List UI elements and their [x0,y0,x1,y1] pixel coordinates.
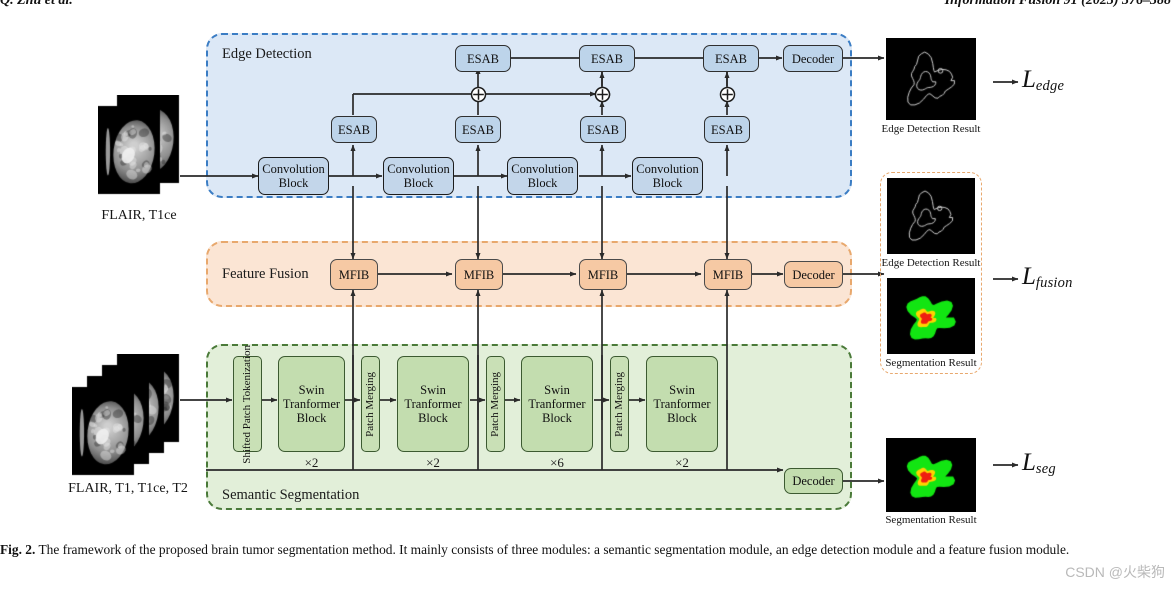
edge-convolution-block-1[interactable]: Convolution Block [258,157,329,195]
fusion-output-edge-label: Edge Detection Result [881,257,981,269]
seg-patch-merging-3[interactable]: Patch Merging [610,356,629,452]
fusion-decoder-label: Decoder [792,267,835,282]
edge-esab-lower-3[interactable]: ESAB [580,116,626,143]
csdn-watermark: CSDN @火柴狗 [1065,564,1165,580]
edge-esab-lower-1-label: ESAB [338,122,370,137]
edge-output-image [886,38,976,120]
running-head-left: Q. Zhu et al. [0,0,73,8]
fusion-loss-label: Lfusion [1022,263,1073,291]
running-head-right: Information Fusion 91 (2023) 376–388 [944,0,1171,8]
edge-esab-lower-1[interactable]: ESAB [331,116,377,143]
seg-decoder-label: Decoder [792,474,835,488]
fusion-mfib-1[interactable]: MFIB [330,259,378,290]
edge-esab-lower-4[interactable]: ESAB [704,116,750,143]
fusion-output-seg-label: Segmentation Result [885,357,977,369]
seg-output-image-label: Segmentation Result [885,514,977,526]
fusion-output-seg-image [887,278,975,354]
edge-convolution-block-2[interactable]: Convolution Block [383,157,454,195]
edge-esab-lower-4-label: ESAB [711,122,743,137]
seg-multiplier-4: ×2 [675,455,689,470]
seg-swin-block-1-label: Swin Tranformer Block [282,383,341,425]
figure-caption: Fig. 2. The framework of the proposed br… [0,540,1173,561]
seg-patch-merging-3-label: Patch Merging [613,371,626,437]
seg-shifted-patch-tokenization[interactable]: Shifted Patch Tokenization [233,345,262,463]
seg-swin-block-2[interactable]: Swin Tranformer Block [397,356,469,452]
fusion-loss-symbol: L [1022,263,1036,290]
seg-patch-merging-2-label: Patch Merging [489,371,502,437]
seg-input-label: FLAIR, T1, T1ce, T2 [68,481,188,496]
edge-adder-3 [719,86,736,103]
edge-convolution-block-1-label: Convolution Block [262,162,325,190]
feature-fusion-label: Feature Fusion [222,266,309,282]
edge-esab-lower-3-label: ESAB [587,122,619,137]
fusion-mfib-3[interactable]: MFIB [579,259,627,290]
edge-esab-upper-1-label: ESAB [467,51,499,66]
edge-output-image-label: Edge Detection Result [881,123,981,135]
edge-decoder-label: Decoder [791,51,835,66]
seg-loss-subscript: seg [1035,461,1056,478]
figure-caption-label: Fig. 2. [0,542,36,557]
edge-esab-lower-2[interactable]: ESAB [455,116,501,143]
fusion-output-edge-image [887,178,975,254]
fusion-mfib-3-label: MFIB [587,267,619,282]
figure-caption-text: The framework of the proposed brain tumo… [38,542,1070,557]
edge-input-label: FLAIR, T1ce [101,208,177,223]
seg-swin-block-1[interactable]: Swin Tranformer Block [278,356,345,452]
fusion-loss-subscript: fusion [1035,275,1073,292]
seg-loss-label: Lseg [1022,449,1056,477]
fusion-mfib-4[interactable]: MFIB [704,259,752,290]
edge-convolution-block-4[interactable]: Convolution Block [632,157,703,195]
edge-adder-0 [470,86,487,103]
edge-convolution-block-3[interactable]: Convolution Block [507,157,578,195]
edge-convolution-block-3-label: Convolution Block [511,162,574,190]
edge-detection-label: Edge Detection [222,46,312,62]
seg-multiplier-2: ×2 [426,455,440,470]
seg-loss-symbol: L [1022,449,1036,476]
seg-swin-block-4[interactable]: Swin Tranformer Block [646,356,718,452]
edge-loss-label: Ledge [1022,66,1064,94]
fusion-decoder[interactable]: Decoder [784,261,843,288]
edge-convolution-block-4-label: Convolution Block [636,162,699,190]
seg-patch-merging-1-label: Patch Merging [364,371,377,437]
seg-input-images [72,354,180,478]
edge-loss-symbol: L [1022,66,1036,93]
fusion-mfib-4-label: MFIB [712,267,744,282]
fusion-mfib-1-label: MFIB [338,267,370,282]
edge-esab-upper-3-label: ESAB [715,51,747,66]
edge-esab-lower-2-label: ESAB [462,122,494,137]
fusion-mfib-2-label: MFIB [463,267,495,282]
seg-decoder[interactable]: Decoder [784,468,843,494]
seg-multiplier-3: ×6 [550,455,564,470]
edge-esab-upper-2[interactable]: ESAB [579,45,635,72]
fusion-mfib-2[interactable]: MFIB [455,259,503,290]
figure-canvas: Edge Detection Feature Fusion Semantic S… [68,33,1073,526]
seg-swin-block-4-label: Swin Tranformer Block [653,383,711,425]
seg-output-image [886,438,976,512]
edge-convolution-block-2-label: Convolution Block [387,162,450,190]
edge-loss-subscript: edge [1035,78,1065,95]
seg-shifted-patch-tokenization-label: Shifted Patch Tokenization [241,344,254,464]
edge-adder-2 [594,86,611,103]
seg-patch-merging-1[interactable]: Patch Merging [361,356,380,452]
edge-decoder[interactable]: Decoder [783,45,843,72]
seg-swin-block-2-label: Swin Tranformer Block [404,383,462,425]
seg-swin-block-3[interactable]: Swin Tranformer Block [521,356,593,452]
edge-input-images [98,95,180,205]
seg-multiplier-1: ×2 [304,455,319,470]
semantic-segmentation-label: Semantic Segmentation [222,487,360,503]
edge-esab-upper-1[interactable]: ESAB [455,45,511,72]
seg-patch-merging-2[interactable]: Patch Merging [486,356,505,452]
seg-swin-block-3-label: Swin Tranformer Block [528,383,586,425]
edge-esab-upper-3[interactable]: ESAB [703,45,759,72]
edge-esab-upper-2-label: ESAB [591,51,623,66]
